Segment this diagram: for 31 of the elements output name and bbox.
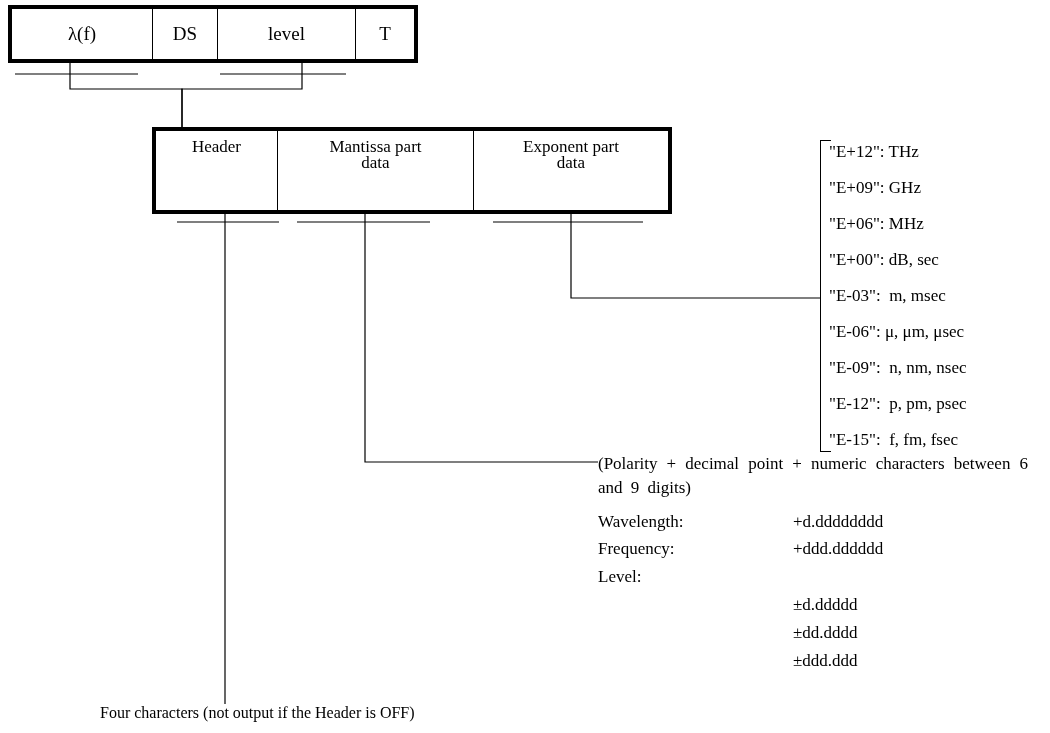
unit-entry: "E-15": f, fm, fsec [829, 429, 960, 450]
unit-entry: "E+00": dB, sec [829, 249, 940, 271]
unit-entry: "E-09": n, nm, nsec [829, 357, 967, 378]
format-value: ±d.ddddd [793, 594, 859, 616]
field-cell: Exponent part data [473, 131, 668, 210]
field-cell: Header [156, 131, 277, 210]
unit-entry: "E+06": MHz [829, 213, 925, 235]
format-value: +d.dddddddd [793, 510, 885, 533]
field-cell: Mantissa part data [277, 131, 473, 210]
unit-entry: "E-12": p, pm, psec [829, 393, 967, 414]
format-note: (Polarity + decimal point + numeric characters between 6 and 9 digits) [598, 453, 1028, 499]
leader-line [224, 213, 226, 705]
unit-entry: "E-03": m, msec [829, 285, 947, 307]
format-label: Level: [598, 566, 643, 589]
leader-line [570, 213, 821, 299]
unit-entry: "E-06": μ, μm, μsec [829, 321, 966, 343]
leader-line [181, 62, 303, 128]
format-label: Wavelength: [598, 510, 685, 533]
format-value: +ddd.dddddd [793, 538, 885, 561]
format-value: ±dd.dddd [793, 621, 859, 644]
unit-entry: "E+12": THz [829, 142, 920, 163]
unit-entry: "E+09": GHz [829, 177, 922, 199]
field-cell: T [355, 9, 414, 59]
bracketed-list [820, 140, 967, 452]
leader-line [364, 213, 599, 463]
description-text: Four characters (not output if the Header is OFF) [100, 704, 415, 721]
field-cell: λ(f) [12, 9, 152, 59]
field-cell: level [217, 9, 355, 59]
format-label: Frequency: [598, 538, 676, 561]
format-value: ±ddd.ddd [793, 649, 859, 672]
field-cell: DS [152, 9, 217, 59]
